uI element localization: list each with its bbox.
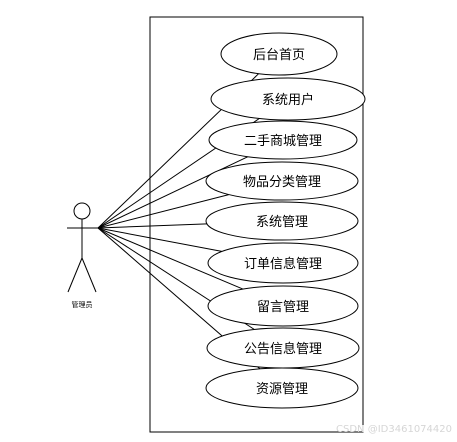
use-case-label: 留言管理 xyxy=(257,300,309,315)
use-case-mall-management: 二手商城管理 xyxy=(208,120,358,160)
use-case-label: 资源管理 xyxy=(256,382,308,397)
watermark: CSDN @ID3461074420 xyxy=(336,424,452,435)
use-case-label: 公告信息管理 xyxy=(244,341,322,357)
use-case-label: 后台首页 xyxy=(253,48,305,63)
actor-figure xyxy=(67,202,98,293)
actor-left-leg xyxy=(67,257,83,293)
use-case-ellipse xyxy=(207,285,359,327)
use-case-ellipse xyxy=(220,32,338,76)
use-case-ellipse xyxy=(207,242,359,284)
use-case-resource-management: 资源管理 xyxy=(205,367,359,409)
use-case-message-management: 留言管理 xyxy=(207,285,359,327)
use-case-dashboard: 后台首页 xyxy=(220,32,338,76)
use-case-label: 订单信息管理 xyxy=(244,256,322,272)
use-case-category-management: 物品分类管理 xyxy=(205,161,359,201)
association-line xyxy=(97,194,229,229)
association-line xyxy=(97,227,244,290)
system-boundary xyxy=(149,16,364,433)
use-case-ellipse xyxy=(205,367,359,409)
use-case-group: 后台首页 系统用户 二手商城管理 物品分类管理 系统管理 订单信息管理 留言管理 xyxy=(205,32,366,409)
association-line xyxy=(97,227,222,252)
use-case-notice-management: 公告信息管理 xyxy=(206,327,360,369)
actor-head xyxy=(73,202,91,220)
use-case-label: 物品分类管理 xyxy=(243,175,321,190)
use-case-label: 系统管理 xyxy=(256,215,308,230)
actor-right-leg xyxy=(81,257,97,293)
use-case-system-management: 系统管理 xyxy=(205,201,359,241)
association-line xyxy=(97,223,207,229)
use-case-order-management: 订单信息管理 xyxy=(207,242,359,284)
use-case-ellipse xyxy=(210,77,366,121)
use-case-label: 系统用户 xyxy=(262,92,314,108)
use-case-ellipse xyxy=(208,120,358,160)
use-case-system-users: 系统用户 xyxy=(210,77,366,121)
use-case-label: 二手商城管理 xyxy=(244,134,322,149)
use-case-ellipse xyxy=(205,201,359,241)
use-case-ellipse xyxy=(205,161,359,201)
actor-label: 管理员 xyxy=(72,300,93,309)
